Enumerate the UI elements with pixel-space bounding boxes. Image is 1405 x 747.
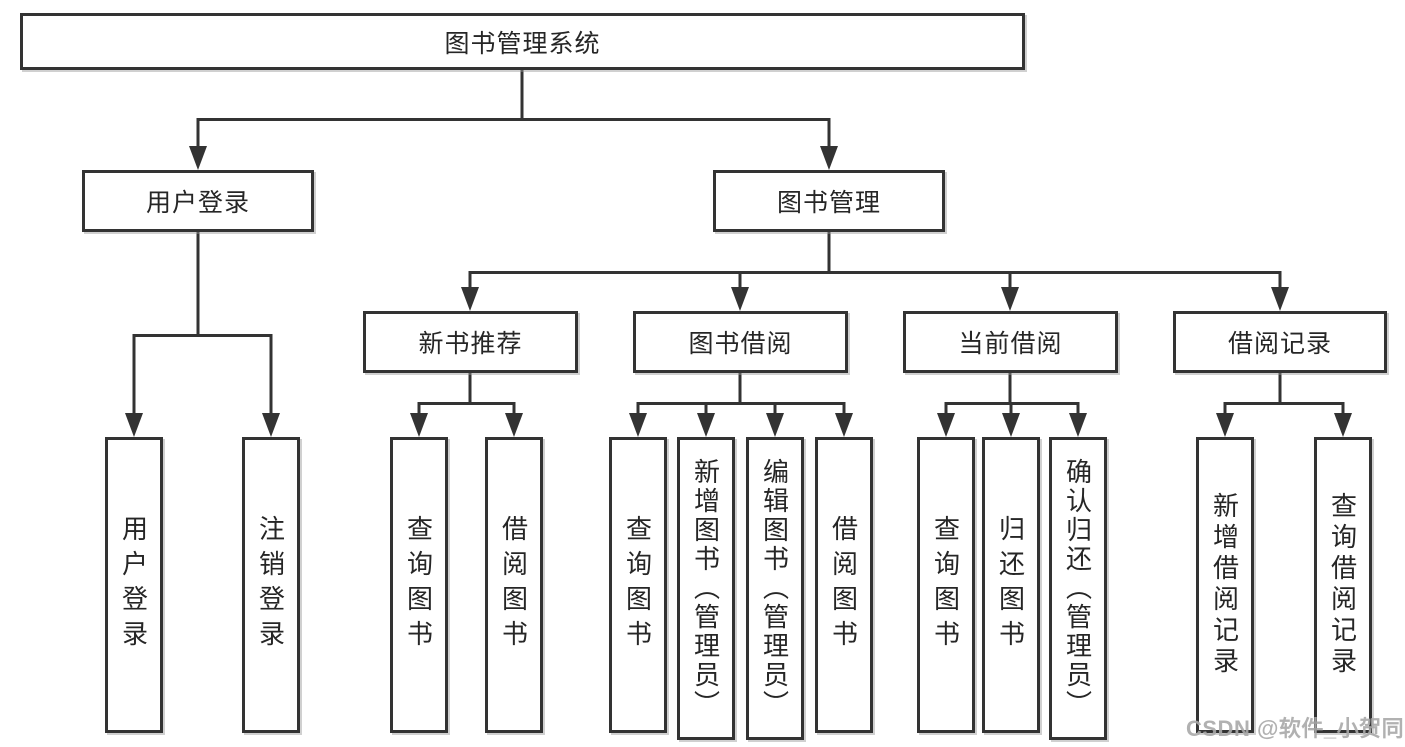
arrow-down-icons (125, 146, 1352, 437)
leaf-label: 新增图书（管理员） (690, 458, 721, 719)
node-label: 图书管理 (776, 189, 881, 217)
leaf-confirm-return-admin: 确认归还（管理员） (1049, 437, 1107, 740)
leaf-query-books: 查询图书 (917, 437, 975, 733)
node-book-borrowing: 图书借阅 (633, 311, 848, 373)
leaf-query-books: 查询图书 (609, 437, 667, 733)
node-label: 新书推荐 (418, 330, 523, 358)
node-label: 用户登录 (145, 189, 250, 217)
leaf-add-book-admin: 新增图书（管理员） (677, 437, 735, 740)
leaf-label: 归还图书 (995, 515, 1026, 655)
leaf-add-borrow-record: 新增借阅记录 (1196, 437, 1254, 733)
leaf-label: 借阅图书 (828, 515, 859, 655)
leaf-borrow-books: 借阅图书 (485, 437, 543, 733)
leaf-query-books: 查询图书 (390, 437, 448, 733)
node-current-borrowing: 当前借阅 (903, 311, 1118, 373)
leaf-logout: 注销登录 (242, 437, 300, 733)
node-label: 借阅记录 (1227, 330, 1332, 358)
node-book-management: 图书管理 (713, 170, 945, 232)
csdn-watermark: CSDN @软件_小贺同学 (1186, 716, 1405, 741)
leaf-label: 用户登录 (118, 515, 149, 655)
node-label: 图书管理系统 (444, 29, 601, 58)
leaf-label: 借阅图书 (498, 515, 529, 655)
leaf-label: 查询图书 (403, 515, 434, 655)
leaf-edit-book-admin: 编辑图书（管理员） (746, 437, 804, 740)
leaf-label: 查询借阅记录 (1327, 492, 1358, 678)
node-library-system: 图书管理系统 (20, 13, 1025, 70)
leaf-label: 注销登录 (255, 515, 286, 655)
node-new-book-recommend: 新书推荐 (363, 311, 578, 373)
leaf-user-login: 用户登录 (105, 437, 163, 733)
leaf-query-borrow-record: 查询借阅记录 (1314, 437, 1372, 733)
connector-path (132, 68, 1345, 416)
node-user-login: 用户登录 (82, 170, 314, 232)
node-label: 图书借阅 (688, 330, 793, 358)
leaf-return-book: 归还图书 (982, 437, 1040, 733)
leaf-label: 编辑图书（管理员） (759, 458, 790, 719)
leaf-label: 确认归还（管理员） (1062, 458, 1093, 719)
leaf-label: 查询图书 (930, 515, 961, 655)
leaf-label: 新增借阅记录 (1209, 492, 1240, 678)
node-label: 当前借阅 (958, 330, 1063, 358)
leaf-label: 查询图书 (622, 515, 653, 655)
leaf-borrow-books: 借阅图书 (815, 437, 873, 733)
node-borrow-records: 借阅记录 (1173, 311, 1387, 373)
